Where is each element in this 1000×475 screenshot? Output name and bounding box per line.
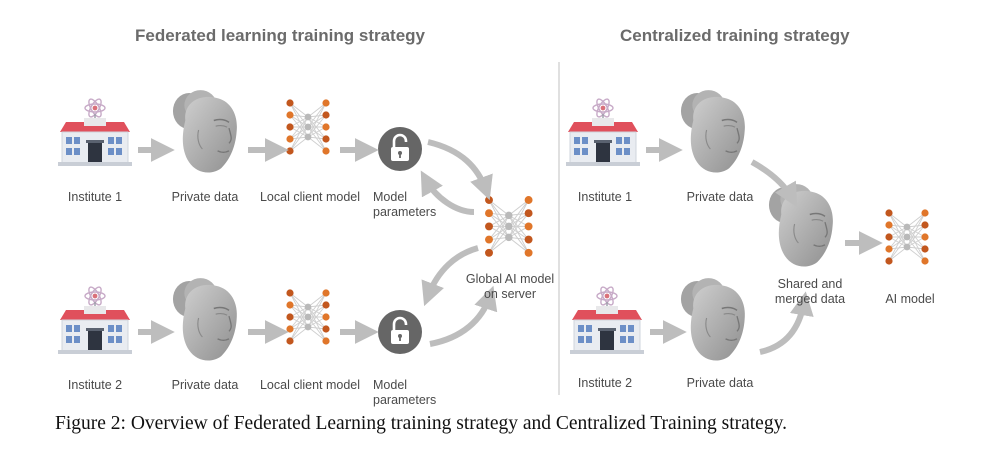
fed-global-network-icon: [485, 196, 533, 257]
cen-shared-line1: Shared and: [777, 277, 843, 291]
fed-lock-1-icon: [378, 127, 422, 171]
fed-model-parameters-1-line2: parameters: [373, 205, 437, 219]
fed-face-1-icon: [172, 90, 237, 173]
cen-face-shared-icon: [768, 184, 833, 267]
cen-ai-model-label: AI model: [885, 292, 935, 306]
fed-local-model-2-label: Local client model: [259, 378, 361, 392]
figure-caption: Figure 2: Overview of Federated Learning…: [55, 413, 787, 434]
fed-face-2-icon: [172, 278, 237, 361]
federated-title: Federated learning training strategy: [135, 26, 426, 45]
fed-global-model-line1: Global AI model: [465, 272, 555, 286]
fed-local-network-2-icon: [286, 289, 330, 345]
cen-institute-1-icon: [566, 98, 640, 166]
cen-arrow-data1-to-shared: [750, 159, 798, 208]
centralized-title: Centralized training strategy: [620, 26, 850, 45]
cen-ai-network-icon: [885, 209, 929, 265]
cen-institute-2-label: Institute 2: [577, 376, 633, 390]
cen-institute-2-icon: [570, 286, 644, 354]
fed-institute-1-icon: [58, 98, 132, 166]
cen-institute-1-label: Institute 1: [577, 190, 633, 204]
cen-private-data-2-label: Private data: [686, 376, 754, 390]
fed-global-model-line2: on server: [483, 287, 537, 301]
cen-private-data-1-label: Private data: [686, 190, 754, 204]
fed-model-parameters-1-label: Model parameters: [373, 190, 436, 220]
cen-face-1-icon: [680, 90, 745, 173]
fed-model-parameters-2-line2: parameters: [373, 393, 437, 407]
fed-model-parameters-2-label: Model parameters: [373, 378, 436, 408]
cen-shared-line2: merged data: [774, 292, 846, 306]
diagram-canvas: [58, 62, 929, 395]
fed-institute-2-icon: [58, 286, 132, 354]
fed-arrow-server-to-lock2: [421, 245, 479, 307]
fed-institute-2-label: Institute 2: [67, 378, 123, 392]
fed-model-parameters-2-line1: Model: [373, 378, 408, 392]
fed-private-data-1-label: Private data: [171, 190, 239, 204]
cen-arrow-data2-to-shared: [759, 291, 814, 355]
fed-private-data-2-label: Private data: [171, 378, 239, 392]
figure: Federated learning training strategy Cen…: [58, 26, 935, 408]
fed-arrow-lock1-to-server: [427, 139, 493, 201]
fed-lock-2-icon: [378, 310, 422, 354]
fed-local-model-1-label: Local client model: [259, 190, 361, 204]
fed-model-parameters-1-line1: Model: [373, 190, 408, 204]
fed-local-network-1-icon: [286, 99, 330, 155]
fed-institute-1-label: Institute 1: [67, 190, 123, 204]
cen-shared-data-label: Shared and merged data: [760, 277, 860, 307]
fed-arrow-lock2-to-server: [429, 285, 498, 347]
cen-face-2-icon: [680, 278, 745, 361]
fed-global-model-label: Global AI model on server: [450, 272, 570, 302]
fed-arrow-server-to-lock1: [420, 170, 475, 215]
